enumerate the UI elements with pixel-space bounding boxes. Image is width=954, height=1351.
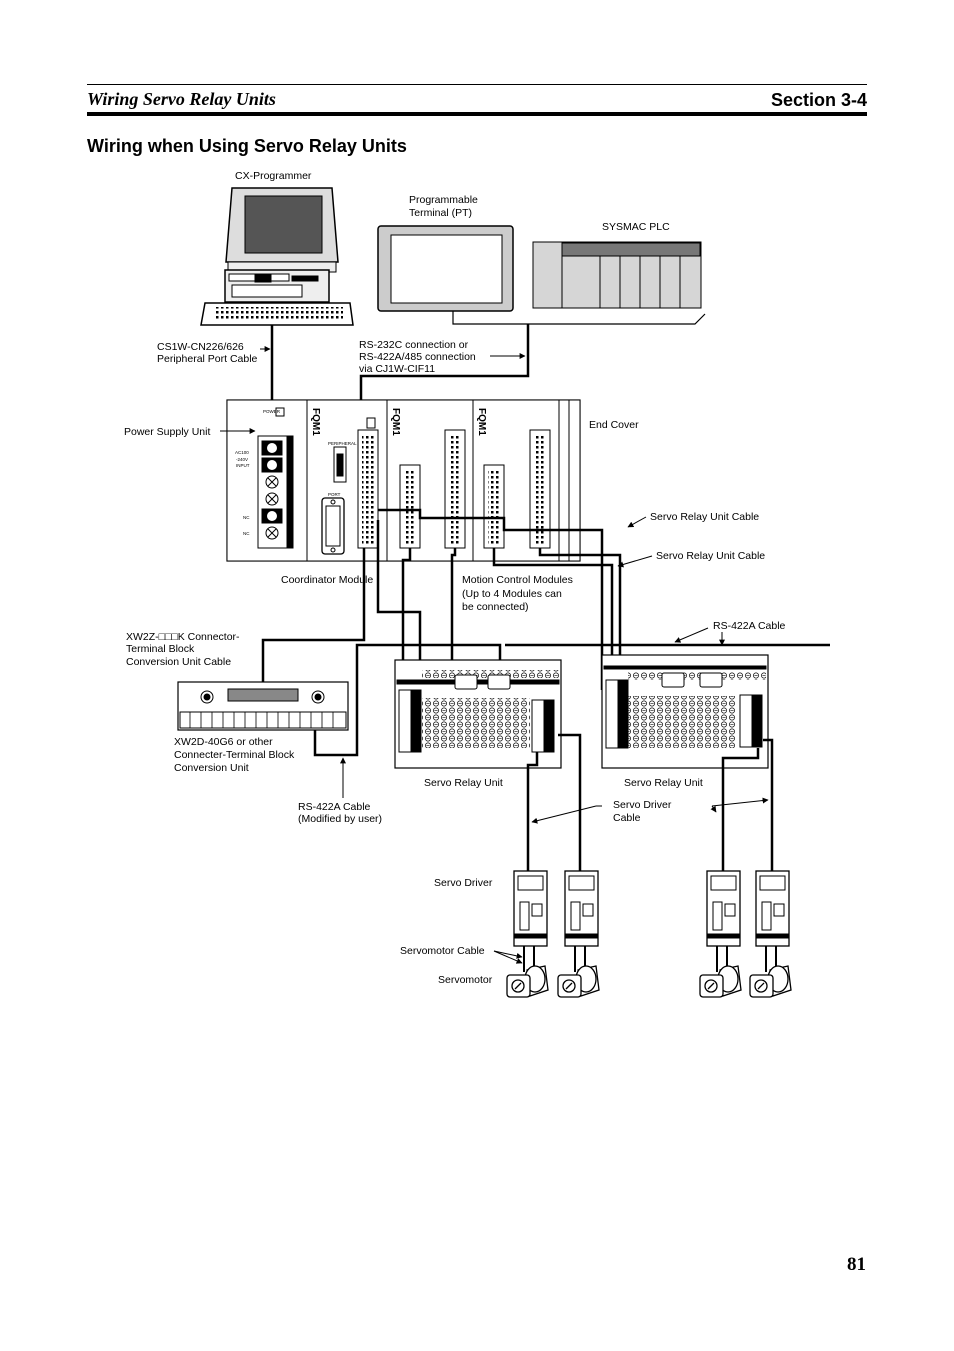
sysmac-plc [532, 241, 702, 309]
header-rule-top [87, 84, 867, 85]
marking-port: PORT [328, 492, 341, 497]
servo-relay-unit-cables [261, 508, 830, 757]
servo-drivers [513, 870, 790, 947]
label-sysmac-plc: SYSMAC PLC [602, 221, 670, 233]
servo-driver-cables [526, 733, 774, 875]
label-pt-line2: Terminal (PT) [409, 207, 472, 219]
label-pt-line1: Programmable [409, 194, 478, 206]
label-servo-relay-unit-2: Servo Relay Unit [624, 777, 703, 789]
servomotors [506, 965, 792, 998]
label-rs422a-modified-line2: (Modified by user) [298, 813, 382, 825]
label-servo-relay-unit-1: Servo Relay Unit [424, 777, 503, 789]
label-xw2d-line3: Conversion Unit [174, 762, 249, 774]
header-rule-bottom [87, 112, 867, 116]
fqm1-rack [226, 399, 581, 562]
page-title: Wiring when Using Servo Relay Units [87, 136, 407, 156]
marking-peripheral: PERIPHERAL [328, 441, 357, 446]
pt-plc-cable [452, 311, 706, 325]
label-servo-relay-unit-cable-2: Servo Relay Unit Cable [656, 550, 765, 562]
label-servomotor-cable: Servomotor Cable [400, 945, 485, 957]
label-rs232-line1: RS-232C connection or [359, 339, 469, 351]
label-end-cover: End Cover [589, 419, 639, 431]
servo-relay-unit-1 [394, 659, 562, 769]
label-xw2z-line2: Terminal Block [126, 643, 195, 655]
label-cs1w-line2: Peripheral Port Cable [157, 353, 258, 365]
label-mcm-line2: (Up to 4 Modules can [462, 588, 562, 600]
label-servomotor: Servomotor [438, 974, 493, 986]
label-servo-driver: Servo Driver [434, 877, 493, 889]
xw2d-terminal-block [177, 681, 349, 731]
marking-ac-input-line1: AC100 [235, 450, 249, 455]
marking-fqm1-motion-1: FQM1 [390, 408, 401, 436]
marking-fqm1-motion-2: FQM1 [476, 408, 487, 436]
header-section-number: Section 3-4 [770, 90, 867, 110]
marking-ac-input-line3: INPUT [236, 463, 250, 468]
programmable-terminal [377, 225, 514, 312]
marking-nc-2: NC [243, 531, 250, 536]
header-chapter-title: Wiring Servo Relay Units [87, 89, 276, 109]
servo-relay-unit-2 [601, 654, 769, 769]
marking-power: POWER [263, 409, 281, 414]
label-coordinator-module: Coordinator Module [281, 574, 373, 586]
marking-nc-1: NC [243, 515, 250, 520]
label-xw2d-line1: XW2D-40G6 or other [174, 736, 273, 748]
label-xw2z-line1: XW2Z-□□□K Connector- [126, 631, 240, 643]
label-rs422a-cable: RS-422A Cable [713, 620, 786, 632]
label-rs232-line3: via CJ1W-CIF11 [359, 363, 435, 375]
label-cx-programmer: CX-Programmer [235, 170, 312, 182]
page-number: 81 [847, 1254, 866, 1275]
marking-fqm1-coordinator: FQM1 [310, 408, 321, 436]
label-cs1w-line1: CS1W-CN226/626 [157, 341, 244, 353]
label-xw2d-line2: Connecter-Terminal Block [174, 749, 295, 761]
label-rs232-line2: RS-422A/485 connection [359, 351, 476, 363]
marking-ac-input-line2: -240V [236, 457, 248, 462]
label-mcm-line3: be connected) [462, 601, 529, 613]
label-xw2z-line3: Conversion Unit Cable [126, 656, 231, 668]
label-power-supply-unit: Power Supply Unit [124, 426, 210, 438]
label-servo-relay-unit-cable-1: Servo Relay Unit Cable [650, 511, 759, 523]
cx-programmer-computer [200, 187, 354, 326]
label-servo-driver-cable-line2: Cable [613, 812, 641, 824]
label-rs422a-modified-line1: RS-422A Cable [298, 801, 371, 813]
label-servo-driver-cable-line1: Servo Driver [613, 799, 672, 811]
label-mcm-line1: Motion Control Modules [462, 574, 573, 586]
